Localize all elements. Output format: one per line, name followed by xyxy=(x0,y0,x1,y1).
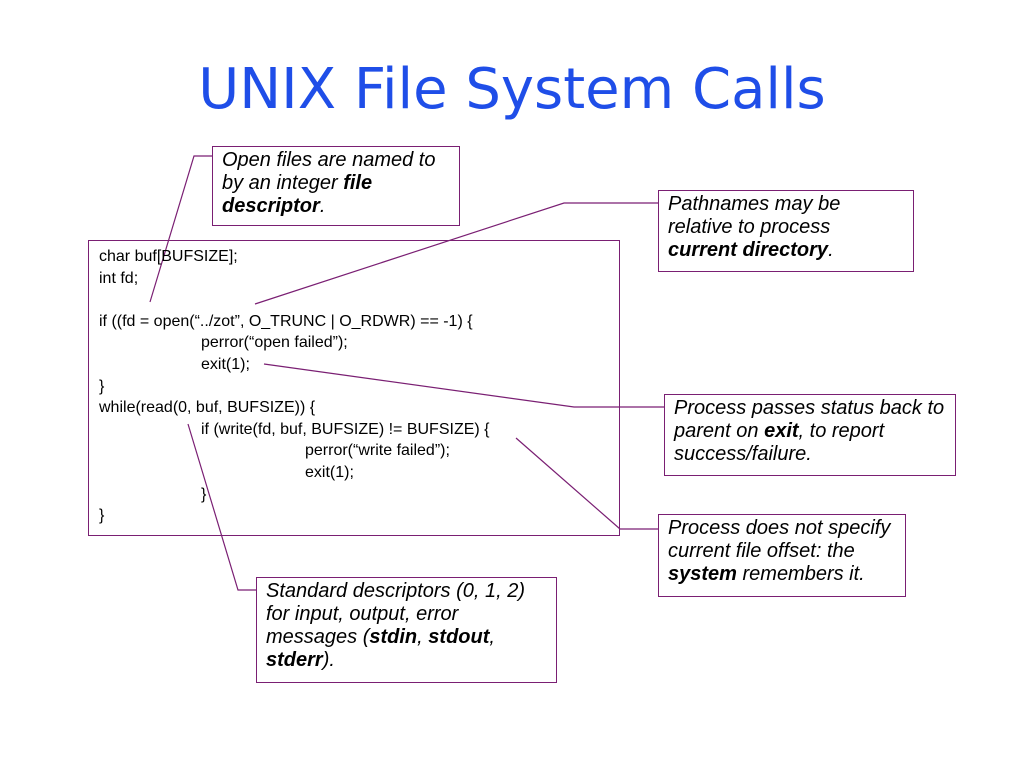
callout-bold-term: stderr xyxy=(266,649,323,671)
callout-text: ). xyxy=(322,649,335,671)
code-line: while(read(0, buf, BUFSIZE)) { xyxy=(99,399,316,417)
code-line: if ((fd = open(“../zot”, O_TRUNC | O_RDW… xyxy=(99,312,473,330)
code-line: } xyxy=(201,485,207,503)
callout-pathnames: Pathnames may be relative to process cur… xyxy=(658,190,914,272)
code-line: if (write(fd, buf, BUFSIZE) != BUFSIZE) … xyxy=(201,420,490,438)
code-line: perror(“open failed”); xyxy=(201,334,348,352)
connector-exit-status xyxy=(263,363,664,408)
code-line: exit(1); xyxy=(305,463,354,481)
code-line: exit(1); xyxy=(201,355,250,373)
callout-text: Open files are named to by an integer xyxy=(222,149,436,194)
callout-std-descriptors: Standard descriptors (0, 1, 2) for input… xyxy=(256,577,557,683)
callout-text: Pathnames may be relative to process xyxy=(668,193,841,238)
callout-text: , to report success/failure. xyxy=(674,420,885,465)
code-line: int fd; xyxy=(99,269,139,287)
slide-title: UNIX File System Calls xyxy=(198,57,826,122)
callout-file-offset: Process does not specify current file of… xyxy=(658,514,906,597)
callout-text: Process passes status back to parent on xyxy=(674,397,945,442)
callout-text: Standard descriptors (0, 1, 2) for input… xyxy=(266,580,526,648)
callout-bold-term: file descriptor xyxy=(222,172,373,217)
code-line: perror(“write failed”); xyxy=(305,442,450,460)
code-line: } xyxy=(99,507,105,525)
callout-exit-status: Process passes status back to parent on … xyxy=(664,394,956,476)
code-block: char buf[BUFSIZE]; int fd; if ((fd = ope… xyxy=(88,240,620,536)
callout-text: remembers it. xyxy=(736,563,865,585)
callout-bold-term: stdout xyxy=(428,626,490,648)
callout-text: . xyxy=(828,239,834,261)
callout-bold-term: stdin xyxy=(369,626,418,648)
callout-bold-term: exit xyxy=(764,420,799,442)
callout-bold-term: current directory xyxy=(668,239,829,261)
code-line xyxy=(99,289,609,311)
connector-file-offset xyxy=(515,437,658,530)
code-line: } xyxy=(99,377,105,395)
callout-text: . xyxy=(319,195,326,217)
callout-text: , xyxy=(417,626,429,648)
code-line: char buf[BUFSIZE]; xyxy=(99,248,238,265)
callout-text: Process does not specify current file of… xyxy=(668,517,891,562)
connector-std-descriptors xyxy=(187,423,256,591)
callout-bold-term: system xyxy=(668,563,737,585)
connector-pathnames xyxy=(254,202,658,305)
callout-text: , xyxy=(489,626,495,648)
callout-file-descriptor: Open files are named to by an integer fi… xyxy=(212,146,460,226)
connector-file-descriptor xyxy=(149,155,212,303)
